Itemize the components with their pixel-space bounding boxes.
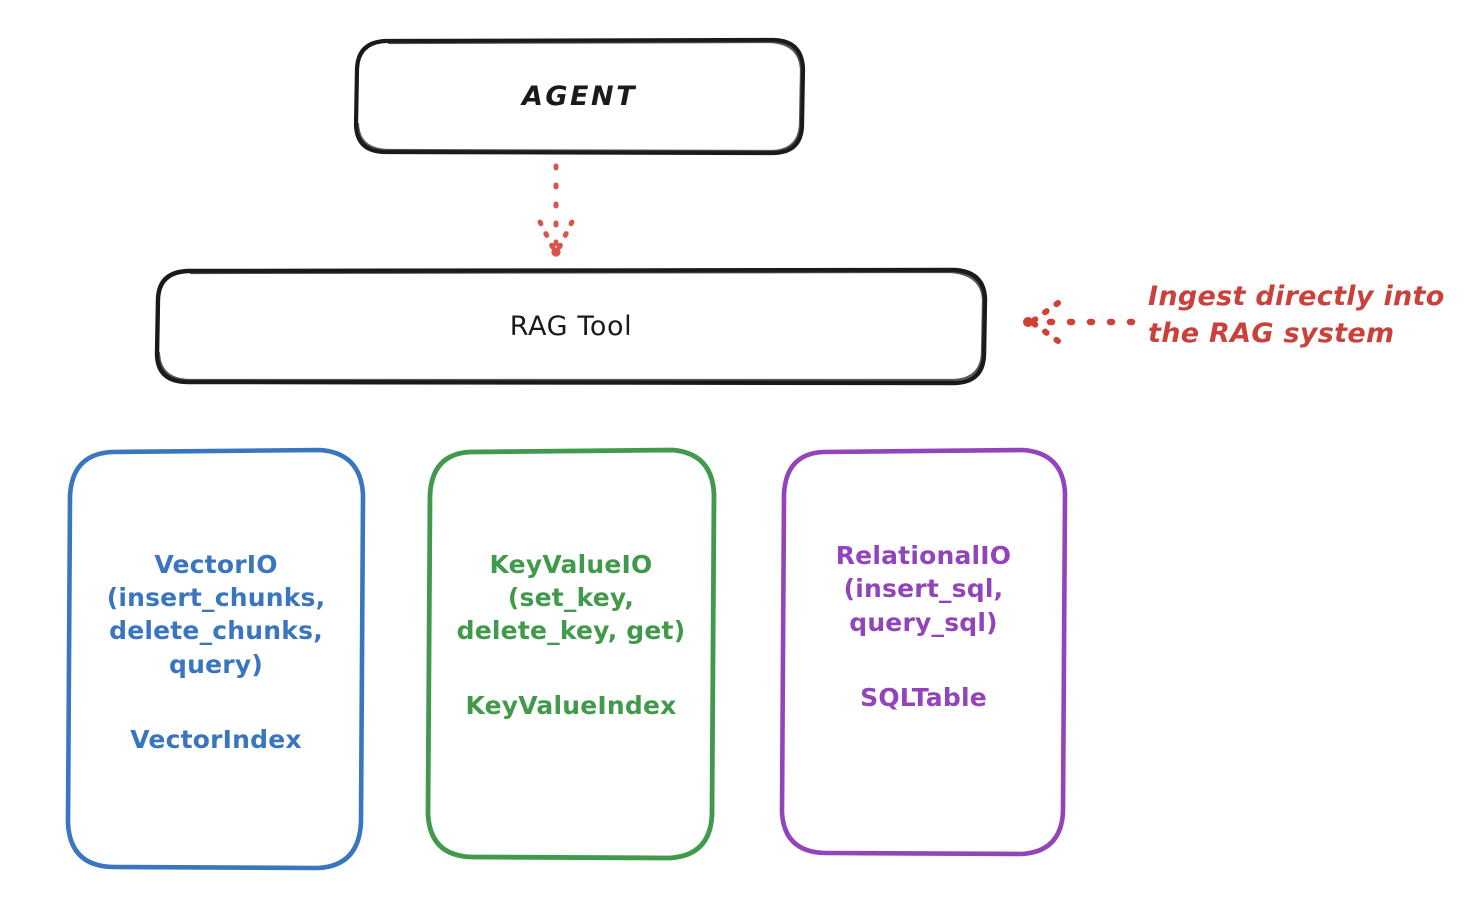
annotation-ingest-directly: Ingest directly into the RAG system: [1148, 281, 1445, 350]
node-rag-tool[interactable]: RAG Tool: [157, 270, 985, 384]
node-vector-io-index-label: VectorIndex: [130, 724, 302, 754]
node-agent[interactable]: AGENT: [356, 40, 803, 154]
node-rag-tool-label: RAG Tool: [509, 310, 633, 342]
node-vector-io[interactable]: VectorIO (insert_chunks, delete_chunks, …: [68, 450, 364, 870]
node-key-value-io-content: KeyValueIO (set_key, delete_key, get) Ke…: [428, 548, 714, 723]
agent-to-rag-connector: [537, 163, 575, 257]
node-relational-io-index-label: SQLTable: [860, 682, 987, 712]
node-relational-io-content: RelationalIO (insert_sql, query_sql) SQL…: [782, 539, 1065, 714]
node-key-value-io[interactable]: KeyValueIO (set_key, delete_key, get) Ke…: [428, 450, 714, 860]
node-key-value-io-index-label: KeyValueIndex: [465, 691, 677, 721]
ingest-to-rag-connector: [1023, 300, 1136, 344]
node-relational-io[interactable]: RelationalIO (insert_sql, query_sql) SQL…: [782, 450, 1065, 855]
node-relational-io-api-label: RelationalIO (insert_sql, query_sql): [835, 541, 1012, 637]
node-key-value-io-api-label: KeyValueIO (set_key, delete_key, get): [456, 549, 686, 646]
node-agent-label: AGENT: [521, 80, 637, 112]
node-vector-io-content: VectorIO (insert_chunks, delete_chunks, …: [68, 548, 364, 756]
node-vector-io-api-label: VectorIO (insert_chunks, delete_chunks, …: [106, 549, 326, 679]
